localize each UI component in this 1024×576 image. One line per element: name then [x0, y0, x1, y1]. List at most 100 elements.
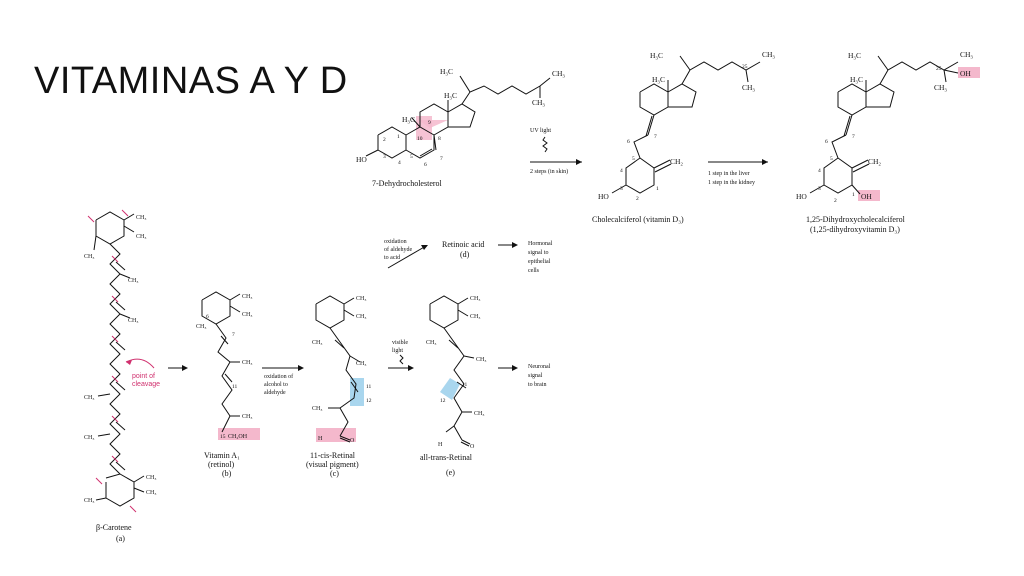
oxidation-alcohol-arrow: oxidation of alcohol to aldehyde [262, 365, 304, 396]
ring-number: 4 [818, 168, 821, 174]
hydroxyl-1: OH [861, 192, 872, 201]
outcome-label: signal [528, 373, 543, 379]
ring-number: 3 [620, 186, 623, 192]
ch3-label: CH₃ [312, 406, 322, 412]
step-label: light [392, 348, 403, 354]
carbon-number: 11 [366, 384, 372, 390]
ch3-label: CH₃ [84, 395, 94, 401]
ch3-label: CH₃ [532, 98, 545, 107]
cis-retinal-structure: CH₃ CH₃ CH₃ CH₃ CH₃ 11 12 H O 11-cis-Ret… [306, 295, 372, 478]
two-steps-label: 2 steps (in skin) [530, 168, 568, 175]
outcome-label: cells [528, 268, 540, 274]
step-label: to acid [384, 255, 400, 261]
ch3-label: CH₃ [242, 294, 252, 300]
ch3-label: CH₃ [474, 411, 484, 417]
compound-name: Vitamin A₁ [204, 451, 240, 460]
liver-kidney-step-arrow: 1 step in the liver 1 step in the kidney [708, 159, 768, 186]
compound-letter: (d) [460, 250, 470, 259]
ch3-label: CH₃ [242, 414, 252, 420]
trans-retinal-structure: CH₃ CH₃ CH₃ CH₃ CH₃ 11 12 H O all-trans-… [420, 295, 486, 477]
ch3-label: CH₃ [196, 324, 206, 330]
compound-letter: (e) [446, 468, 455, 477]
carbon-number: 7 [232, 332, 235, 338]
h-label: H [438, 442, 443, 448]
outcome-label: epithelial [528, 259, 551, 265]
ring-number: 2 [383, 137, 386, 143]
compound-name: Cholecalciferol (vitamin D₃) [592, 215, 684, 224]
outcome-label: Neuronal [528, 364, 551, 370]
ch3-label: CH₃ [960, 50, 973, 59]
compound-letter: (c) [330, 469, 339, 478]
ch3-label: CH₃ [146, 490, 156, 496]
compound-name: Retinoic acid [442, 240, 484, 249]
carbon-number: 12 [366, 398, 372, 404]
ring-number: 7 [654, 134, 657, 140]
ch3-label: CH₃ [762, 50, 775, 59]
ch3-label: CH₃ [742, 83, 755, 92]
carbon-number: 11 [462, 382, 468, 388]
outcome-label: signal to [528, 250, 549, 256]
ch3-label: CH₃ [470, 296, 480, 302]
ch2-label: CH₂ [868, 157, 881, 166]
step-label: visible [392, 340, 408, 346]
ch3-label: CH₃ [136, 215, 146, 221]
outcome-label: Hormonal [528, 241, 553, 247]
visible-light-arrow: visible light [388, 340, 414, 371]
liver-step-label: 1 step in the liver [708, 171, 750, 177]
carbon-number: 6 [206, 314, 209, 320]
ch3-label: CH₃ [84, 435, 94, 441]
ch3-label: CH₃ [356, 361, 366, 367]
compound-name-alt: (retinol) [208, 460, 235, 469]
cholecalciferol-structure: H₃C CH₃ CH₃ 25 H₃C CH₂ HO 1 2 3 4 5 6 7 … [592, 50, 775, 224]
calcitriol-structure: H₃C CH₃ CH₃ 25 OH H₃C CH₂ HO OH 1 2 3 4 … [796, 50, 980, 234]
ring-number: 5 [632, 156, 635, 162]
carbon-25: 25 [936, 66, 942, 72]
compound-name: 11-cis-Retinal [310, 451, 356, 460]
step-label: of aldehyde [384, 246, 412, 253]
compound-name-alt: (1,25-dihydroxyvitamin D₃) [810, 225, 900, 234]
o-label: O [350, 438, 355, 444]
h3c-label: H₃C [440, 67, 453, 76]
h3c-label: H₃C [848, 51, 861, 60]
compound-name: 7-Dehydrocholesterol [372, 179, 443, 188]
uv-step-arrow: UV light 2 steps (in skin) [530, 128, 582, 175]
ho-label: HO [598, 192, 609, 201]
uv-light-label: UV light [530, 128, 551, 134]
retinol-structure: CH₃ CH₃ CH₃ CH₃ CH₃ 6 7 11 15 CH₂OH Vita… [196, 291, 260, 478]
ch3-label: CH₃ [476, 357, 486, 363]
ch3-label: CH₃ [128, 318, 138, 324]
retinoic-acid-node: Retinoic acid (d) Hormonal signal to epi… [442, 240, 553, 274]
h3c-label: H₃C [652, 75, 665, 84]
ch2-label: CH₂ [670, 157, 683, 166]
h3c-label: H₃C [650, 51, 663, 60]
arrow-carotene-to-retinol [182, 365, 188, 371]
ch3-label: CH₃ [552, 69, 565, 78]
outcome-label: to brain [528, 382, 547, 388]
compound-letter: (a) [116, 534, 125, 543]
ch3-label: CH₃ [84, 498, 94, 504]
step-label: oxidation [384, 239, 407, 245]
h-label: H [318, 436, 323, 442]
ch3-label: CH₃ [84, 254, 94, 260]
ch2oh-label: CH₂OH [228, 434, 248, 440]
ring-number: 5 [830, 156, 833, 162]
ring-number: 8 [438, 136, 441, 142]
ch3-label: CH₃ [242, 312, 252, 318]
ring-number: 6 [627, 139, 630, 145]
ring-number: 3 [383, 154, 386, 160]
ch3-label: CH₃ [312, 340, 322, 346]
step-label: alcohol to [264, 382, 288, 388]
ring-number: 6 [424, 162, 427, 168]
ch3-label: CH₃ [470, 314, 480, 320]
h3c-label: H₃C [402, 115, 415, 124]
ring-number: 4 [398, 160, 401, 166]
dehydrocholesterol-structure: H₃C CH₃ CH₃ H₃C H₃C HO 1 2 3 4 5 6 7 8 9… [356, 67, 565, 188]
carbon-number: 15 [220, 434, 226, 440]
compound-name: 1,25-Dihydroxycholecalciferol [806, 215, 906, 224]
kidney-step-label: 1 step in the kidney [708, 180, 755, 186]
slide-title: VITAMINAS A Y D [34, 60, 348, 102]
ch3-label: CH₃ [136, 234, 146, 240]
carbon-number: 12 [440, 398, 446, 404]
compound-name-alt: (visual pigment) [306, 460, 359, 469]
